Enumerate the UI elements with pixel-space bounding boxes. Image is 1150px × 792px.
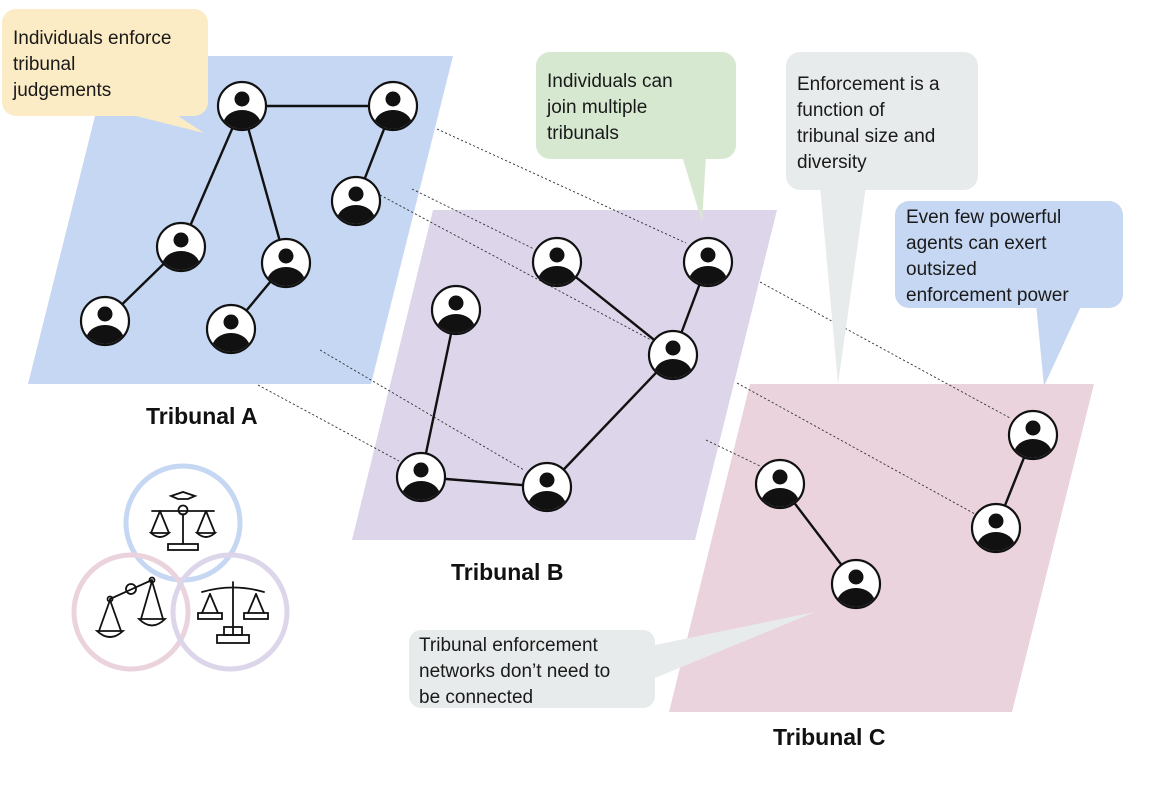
svg-text:Even few powerful: Even few powerful — [906, 207, 1061, 228]
cross-tribunal-links — [257, 128, 1011, 515]
svg-text:tribunal: tribunal — [13, 54, 75, 75]
svg-text:diversity: diversity — [797, 152, 867, 173]
svg-text:Tribunal enforcement: Tribunal enforcement — [419, 635, 599, 656]
scales-of-justice-icon — [94, 576, 168, 638]
svg-text:Individuals can: Individuals can — [547, 71, 673, 92]
svg-text:be connected: be connected — [419, 687, 533, 708]
svg-text:enforcement power: enforcement power — [906, 285, 1069, 306]
scales-of-justice-icon — [197, 581, 269, 644]
tribunal-c-label: Tribunal C — [773, 724, 885, 750]
svg-text:judgements: judgements — [12, 80, 111, 101]
tribunal-a-plane — [28, 56, 453, 384]
tribunal-a-label: Tribunal A — [146, 403, 258, 429]
tribunal-b-label: Tribunal B — [451, 559, 563, 585]
svg-text:tribunals: tribunals — [547, 123, 619, 144]
scales-venn — [71, 463, 290, 672]
svg-text:join multiple: join multiple — [546, 97, 647, 118]
callout-size: Enforcement is a function of tribunal si… — [786, 52, 978, 384]
svg-text:outsized: outsized — [906, 259, 977, 280]
svg-text:Enforcement is a: Enforcement is a — [797, 74, 940, 95]
svg-text:Individuals enforce: Individuals enforce — [13, 28, 171, 49]
callout-enforce: Individuals enforce tribunal judgements — [2, 9, 208, 133]
svg-text:function of: function of — [797, 100, 885, 121]
scales-of-justice-icon — [148, 491, 218, 551]
callout-multiple: Individuals can join multiple tribunals — [536, 52, 736, 222]
callout-powerful: Even few powerful agents can exert outsi… — [895, 201, 1123, 386]
svg-text:networks don’t need to: networks don’t need to — [419, 661, 610, 682]
svg-text:tribunal size and: tribunal size and — [797, 126, 935, 147]
callout-connected: Tribunal enforcement networks don’t need… — [409, 612, 815, 708]
svg-text:agents can exert: agents can exert — [906, 233, 1047, 254]
